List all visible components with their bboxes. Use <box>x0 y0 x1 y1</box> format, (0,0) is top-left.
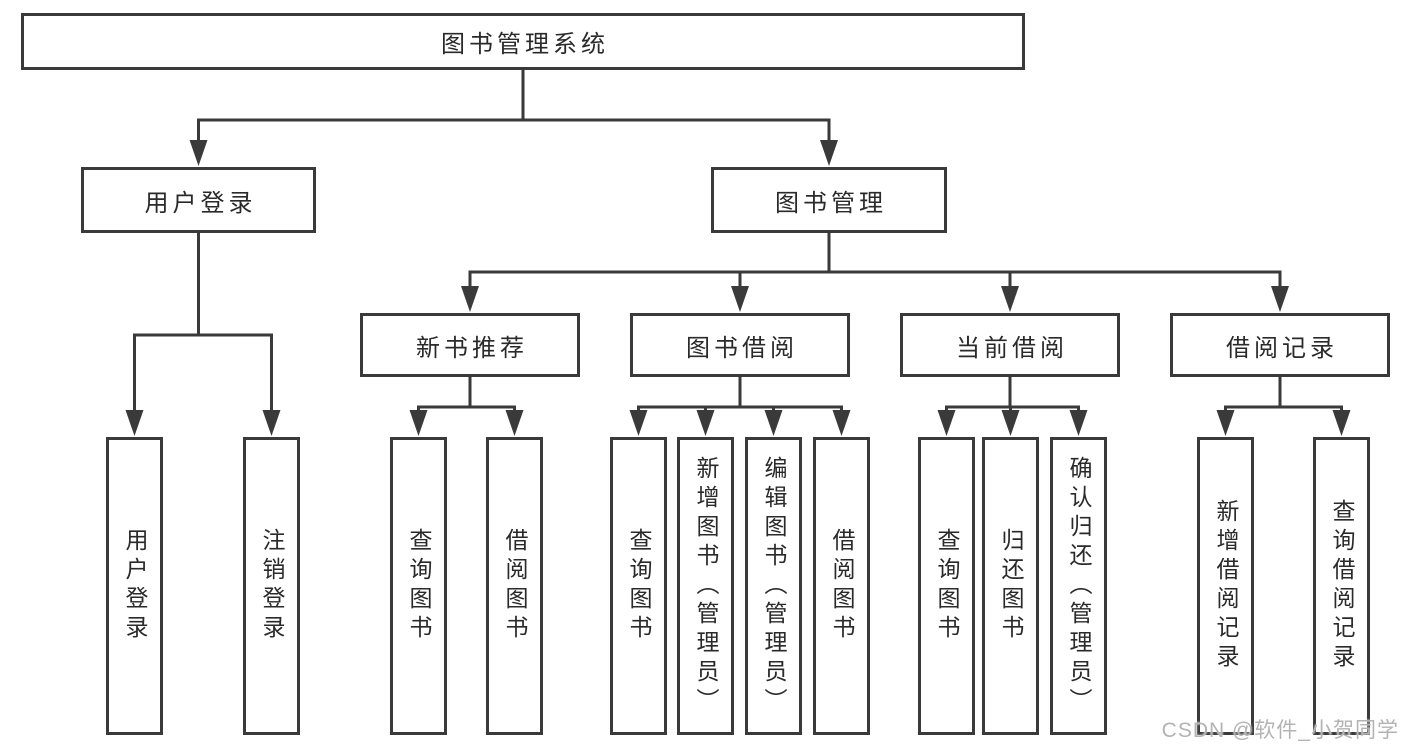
node-user-login: 用户登录 <box>81 167 316 233</box>
leaf-query-borrow-record: 查询借阅记录 <box>1313 437 1370 735</box>
node-root-library-system: 图书管理系统 <box>21 13 1025 70</box>
leaf-borrow-books: 借阅图书 <box>813 437 870 735</box>
leaf-confirm-return-admin: 确认归还（管理员） <box>1050 437 1107 735</box>
node-borrow-records: 借阅记录 <box>1170 313 1390 377</box>
edge-newbook-to-leaves <box>417 377 516 414</box>
leaf-logout: 注销登录 <box>243 437 300 735</box>
csdn-watermark: CSDN @软件_小贺同学 <box>1161 719 1399 742</box>
leaf-add-books-admin: 新增图书（管理员） <box>677 437 734 735</box>
edge-userlogin-to-leaves <box>133 232 273 412</box>
leaf-query-books-current: 查询图书 <box>918 437 975 735</box>
edge-currentborrow-to-leaves <box>945 377 1080 414</box>
edge-bookborrow-to-leaves <box>637 377 843 414</box>
edge-bookmgmt-to-l3 <box>468 232 1282 288</box>
leaf-return-books: 归还图书 <box>982 437 1039 735</box>
leaf-query-books-borrow: 查询图书 <box>610 437 667 735</box>
leaf-add-borrow-record: 新增借阅记录 <box>1197 437 1254 735</box>
leaf-borrow-books-recommend: 借阅图书 <box>486 437 543 735</box>
leaf-query-books-recommend: 查询图书 <box>390 437 447 735</box>
edge-root-to-l2 <box>197 69 831 142</box>
arrowheads <box>125 140 1351 436</box>
node-new-book-recommend: 新书推荐 <box>360 313 580 377</box>
node-current-borrow: 当前借阅 <box>900 313 1120 377</box>
node-book-borrow: 图书借阅 <box>630 313 850 377</box>
node-book-management: 图书管理 <box>711 167 947 233</box>
leaf-edit-books-admin: 编辑图书（管理员） <box>745 437 802 735</box>
edge-records-to-leaves <box>1224 377 1343 414</box>
leaf-user-login: 用户登录 <box>106 437 163 735</box>
